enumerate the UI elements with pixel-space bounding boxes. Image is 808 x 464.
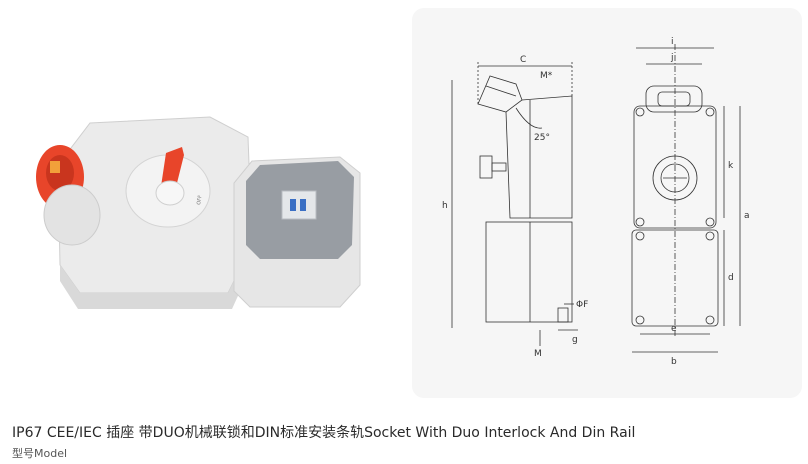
breaker-lever-2 [300,199,306,211]
breaker-lever [290,199,296,211]
label-b: b [671,357,677,367]
front-box-screw-bl [635,315,645,325]
front-socket-top [645,85,703,113]
technical-drawing-panel: C M* 25° h ΦF M g i j k a d e b [412,8,802,398]
breaker-module [281,190,317,220]
technical-drawing: C M* 25° h ΦF M g i j k a d e b [442,37,750,367]
side-mount-foot [557,307,569,323]
label-j: j [670,53,674,63]
side-socket-line [485,85,517,97]
socket-housing-shadow [60,245,252,309]
label-m-star: M* [540,71,553,81]
label-i: i [671,37,674,47]
front-socket-inner [657,91,691,107]
label-h: h [442,201,448,211]
label-m: M [534,349,542,359]
side-switch-knob [479,155,493,179]
rotary-switch-hub [155,180,185,206]
product-photo: OFF [36,116,361,309]
front-screw-tr [705,107,715,117]
side-view [451,62,578,346]
socket-label-plate [50,161,60,173]
front-lower-box [631,229,719,327]
front-view [631,44,741,353]
label-e: e [671,324,677,334]
side-lower-box [485,221,573,323]
label-g: g [572,335,578,345]
front-box-screw-tr [705,231,715,241]
switch-off-text: OFF [196,195,204,206]
product-title: IP67 CEE/IEC 插座 带DUO机械联锁和DIN标准安装条轨Socket… [12,425,636,441]
side-upper-body [505,95,573,219]
side-switch-stem [491,162,507,172]
front-screw-tl [635,107,645,117]
label-c: C [520,55,526,65]
model-label: 型号Model [12,447,68,460]
front-screw-bl [635,217,645,227]
socket-base-ring [43,184,101,246]
angle-arc [515,107,543,129]
front-screw-br [705,217,715,227]
label-a: a [744,211,750,221]
label-k: k [728,161,734,171]
side-socket-head [477,75,523,113]
front-box-screw-tl [635,231,645,241]
label-angle: 25° [534,133,550,143]
label-phi-f: ΦF [576,300,588,310]
label-d: d [728,273,734,283]
front-box-screw-br [705,315,715,325]
